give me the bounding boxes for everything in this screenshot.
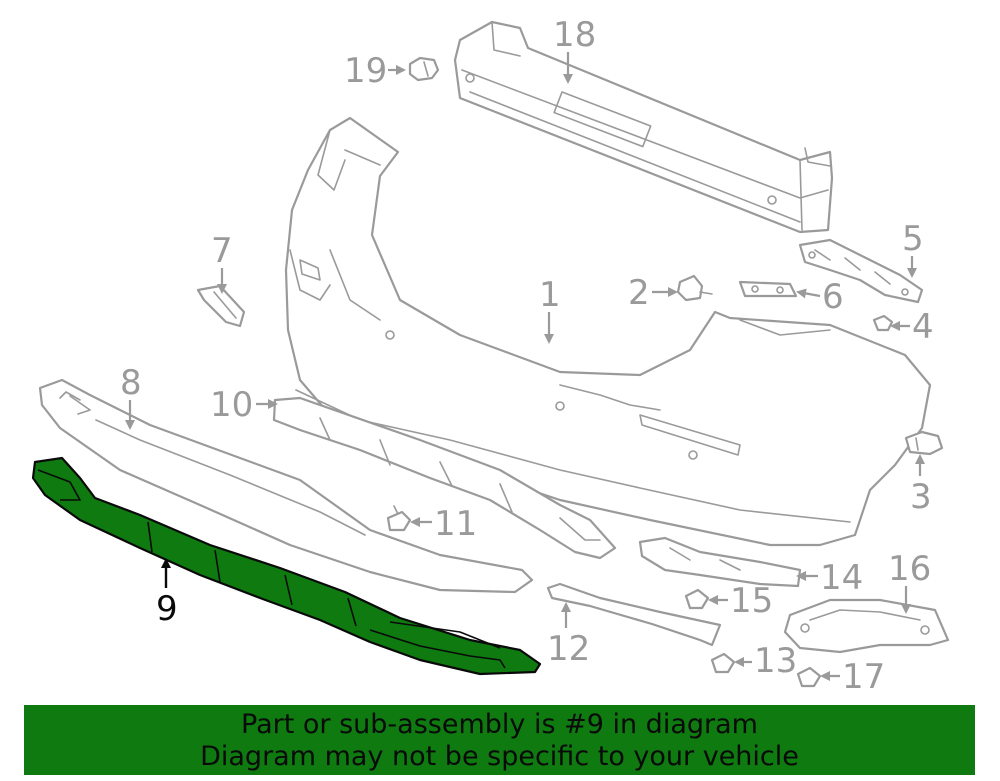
part-13-bolt (710, 652, 736, 674)
callout-label-17: 17 (842, 657, 885, 697)
callout-label-16: 16 (888, 549, 931, 589)
part-4-nut (872, 314, 894, 332)
callout-18: 18 (553, 15, 596, 84)
callout-4: 4 (890, 307, 934, 347)
callout-16: 16 (888, 549, 931, 614)
callout-label-4: 4 (912, 307, 934, 347)
part-15-bolt (684, 588, 710, 610)
callout-3: 3 (910, 454, 932, 517)
callout-5: 5 (902, 219, 924, 278)
callout-label-5: 5 (902, 219, 924, 259)
part-10-diffuser-upper (272, 396, 617, 560)
part-14-lower-bracket (638, 536, 802, 588)
callout-label-1: 1 (539, 275, 561, 315)
part-5-side-bracket (798, 238, 924, 304)
callout-10: 10 (210, 385, 278, 425)
callout-19: 19 (344, 51, 406, 91)
callout-label-15: 15 (730, 581, 773, 621)
callout-label-18: 18 (553, 15, 596, 55)
callout-1: 1 (539, 275, 561, 344)
callout-label-11: 11 (434, 504, 477, 544)
part-19-bolt (408, 56, 440, 82)
callout-2: 2 (628, 273, 678, 313)
callout-label-6: 6 (822, 277, 844, 317)
callout-6: 6 (796, 277, 844, 317)
parts-diagram: 18 19 7 1 5 2 6 4 8 10 3 11 (31, 15, 950, 697)
callout-label-12: 12 (547, 629, 590, 669)
callout-14: 14 (796, 558, 863, 598)
info-banner: Part or sub-assembly is #9 in diagram Di… (24, 705, 975, 775)
callout-label-8: 8 (120, 363, 142, 403)
part-1-bumper-cover (284, 116, 932, 547)
part-11-screw (386, 505, 412, 532)
callout-label-3: 3 (910, 477, 932, 517)
callout-12: 12 (547, 602, 590, 669)
part-9-rear-diffuser-highlighted (31, 456, 542, 676)
part-12-trim-strip (546, 582, 722, 647)
callout-label-7: 7 (211, 231, 233, 271)
callout-11: 11 (410, 504, 477, 544)
part-2-clip (676, 274, 713, 302)
callout-15: 15 (708, 581, 773, 621)
callout-7: 7 (211, 231, 233, 294)
callout-label-14: 14 (820, 558, 863, 598)
callout-9: 9 (156, 558, 178, 629)
callout-label-2: 2 (628, 273, 650, 313)
part-3-clip (904, 430, 944, 456)
callout-label-9: 9 (156, 589, 178, 629)
part-8-lower-skirt (38, 378, 534, 594)
part-6-retainer (738, 280, 798, 298)
banner-line-1: Part or sub-assembly is #9 in diagram (241, 709, 758, 740)
part-16-side-cover (783, 598, 950, 654)
callout-8: 8 (120, 363, 142, 430)
banner-line-2: Diagram may not be specific to your vehi… (200, 741, 799, 772)
callout-17: 17 (820, 657, 885, 697)
callout-13: 13 (734, 641, 797, 681)
part-18-reinforcement-beam (453, 20, 834, 234)
part-17-bolt (796, 666, 822, 688)
callout-label-19: 19 (344, 51, 387, 91)
callout-label-10: 10 (210, 385, 253, 425)
callout-label-13: 13 (754, 641, 797, 681)
